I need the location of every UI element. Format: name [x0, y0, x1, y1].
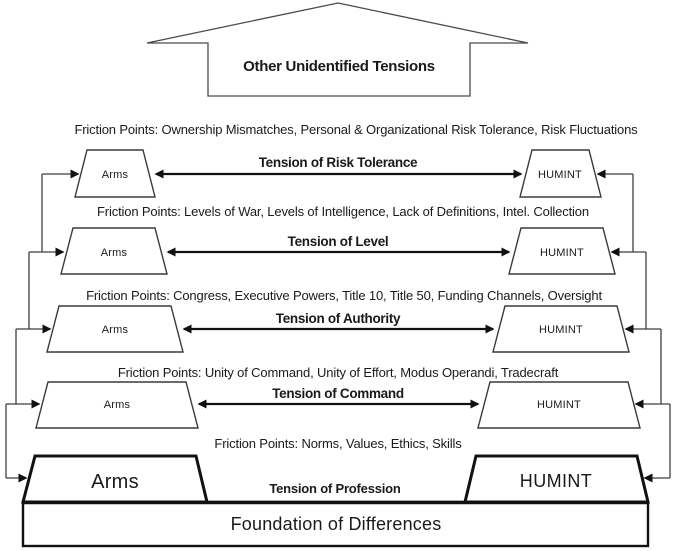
humint-trapezoid-row3 [492, 305, 630, 353]
arms-trapezoid-row4 [35, 381, 199, 429]
foundation-box [21, 500, 650, 548]
friction-text-profession: Friction Points: Norms, Values, Ethics, … [214, 436, 462, 451]
tension-label-level: Tension of Level [288, 234, 389, 249]
tension-label-authority: Tension of Authority [276, 311, 401, 326]
foundation-label: Foundation of Differences [231, 514, 442, 534]
friction-text-command: Friction Points: Unity of Command, Unity… [118, 365, 559, 380]
humint-trapezoid-row4 [477, 381, 641, 429]
arms-label-row1: Arms [102, 169, 129, 181]
humint-trapezoid-row1 [519, 149, 602, 198]
arms-label-row2: Arms [101, 247, 128, 259]
tension-label-command: Tension of Command [272, 386, 404, 401]
arms-label-row4: Arms [104, 399, 131, 411]
humint-label-row3: HUMINT [539, 324, 583, 336]
friction-text-level: Friction Points: Levels of War, Levels o… [97, 204, 589, 219]
humint-label-row2: HUMINT [540, 247, 584, 259]
friction-text-risk: Friction Points: Ownership Mismatches, P… [74, 122, 638, 137]
tension-label-risk: Tension of Risk Tolerance [259, 155, 418, 170]
arms-label-row3: Arms [102, 324, 129, 336]
humint-trapezoid-row2 [508, 227, 616, 275]
friction-text-authority: Friction Points: Congress, Executive Pow… [86, 288, 602, 303]
other-tensions-up-arrow [146, 2, 529, 97]
arms-trapezoid-row2 [60, 227, 168, 275]
arms-trapezoid-row1 [74, 149, 156, 198]
arms-trapezoid-row3 [46, 305, 184, 353]
humint-label-row4: HUMINT [537, 399, 581, 411]
arms-label-bottom: Arms [91, 471, 139, 493]
humint-label-bottom: HUMINT [520, 471, 592, 491]
humint-label-row1: HUMINT [538, 169, 582, 181]
other-tensions-label: Other Unidentified Tensions [243, 58, 435, 75]
tension-label-profession: Tension of Profession [269, 481, 401, 496]
